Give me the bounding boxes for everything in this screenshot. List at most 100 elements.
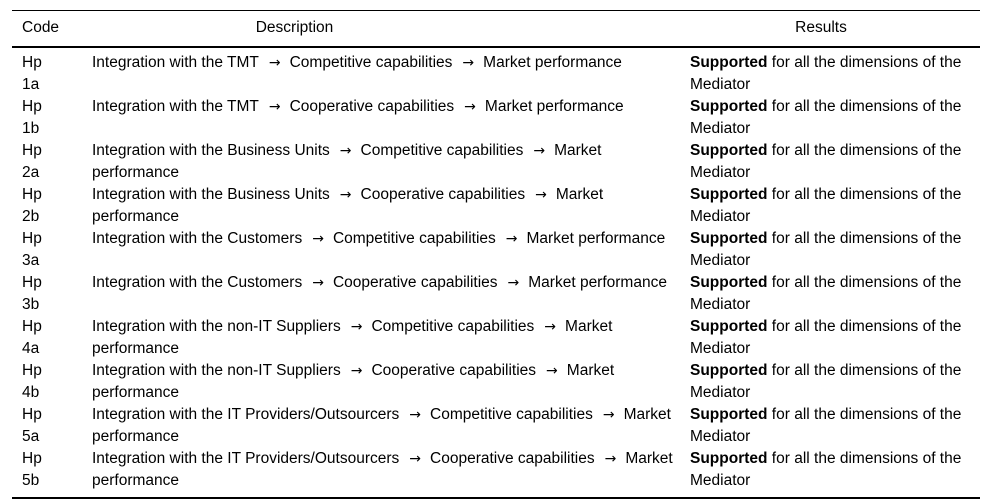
arrow-icon: → [409,451,422,467]
cell-description: Integration with the IT Providers/Outsou… [88,404,687,448]
result-detail: for all the dimensions of the Mediator [690,98,962,137]
description-segment: Cooperative capabilities [332,274,498,291]
result-detail: for all the dimensions of the Mediator [690,450,962,489]
result-status: Supported [690,142,768,159]
description-segment: Market performance [528,274,667,291]
arrow-icon: → [544,319,557,335]
description-segment: Cooperative capabilities [360,186,526,203]
cell-code: Hp 1a [22,54,42,93]
arrow-icon: → [602,407,615,423]
arrow-icon: → [268,99,281,115]
description-segment: Market performance [92,318,613,357]
description-segment: Market performance [92,450,673,489]
table-row: Hp 5b Integration with the IT Providers/O… [12,448,980,497]
result-detail: for all the dimensions of the Mediator [690,230,962,269]
table-bottom-rule [12,497,980,499]
column-header-code: Code [22,19,60,36]
description-segment: Market performance [484,98,624,115]
cell-results: Supported for all the dimensions of the … [687,448,980,497]
arrow-icon: → [505,231,518,247]
description-segment: Market performance [483,54,622,71]
table-body: Hp 1a Integration with the TMT → Competitiv… [12,48,980,497]
column-header-results: Results [795,19,847,36]
cell-code: Hp 3a [22,230,42,269]
table-top-rule [12,10,980,11]
cell-description: Integration with the Business Units → Comp… [88,140,687,184]
description-segment: Competitive capabilities [289,54,453,71]
description-segment: Competitive capabilities [430,406,593,423]
arrow-icon: → [464,99,476,115]
cell-code: Hp 4a [22,318,42,357]
cell-results: Supported for all the dimensions of the … [687,48,980,96]
cell-results: Supported for all the dimensions of the … [687,404,980,448]
cell-code: Hp 5a [22,406,42,445]
cell-description: Integration with the TMT→Cooperative cap… [88,96,687,140]
cell-results: Supported for all the dimensions of the … [687,140,980,184]
arrow-icon: → [533,143,546,159]
result-status: Supported [690,318,768,335]
cell-description: Integration with the Customers → Cooperati… [88,272,687,316]
description-segment: Cooperative capabilities [430,450,595,467]
description-segment: Cooperative capabilities [289,98,455,115]
cell-results: Supported for all the dimensions of the … [687,360,980,404]
cell-code: Hp 2b [22,186,42,225]
cell-results: Supported for all the dimensions of the … [687,272,980,316]
cell-description: Integration with the non-IT Suppliers → Co… [88,360,687,404]
cell-code: Hp 1b [22,98,42,137]
table-row: Hp 2b Integration with the Business Units… [12,184,980,228]
description-segment: Cooperative capabilities [371,362,537,379]
header-row: Code Description Results [12,11,980,46]
result-status: Supported [690,98,768,115]
result-detail: for all the dimensions of the Mediator [690,362,962,401]
arrow-icon: → [350,319,363,335]
arrow-icon: → [462,55,475,71]
cell-results: Supported for all the dimensions of the … [687,184,980,228]
arrow-icon: → [312,275,324,291]
cell-results: Supported for all the dimensions of the … [687,316,980,360]
description-segment: Integration with the non-IT Suppliers [92,362,341,379]
cell-description: Integration with the Business Units→Coop… [88,184,687,228]
result-status: Supported [690,450,768,467]
description-segment: Integration with the TMT [92,54,259,71]
arrow-icon: → [546,363,558,379]
result-status: Supported [690,406,768,423]
table-row: Hp 1a Integration with the TMT → Competitiv… [12,48,980,96]
description-segment: Integration with the IT Providers/Outsou… [92,450,400,467]
cell-code: Hp 5b [22,450,42,489]
description-segment: Competitive capabilities [360,142,524,159]
result-status: Supported [690,54,768,71]
arrow-icon: → [268,55,281,71]
description-segment: Market performance [92,186,604,225]
arrow-icon: → [339,187,352,203]
description-segment: Integration with the non-IT Suppliers [92,318,341,335]
description-segment: Integration with the Business Units [92,142,330,159]
result-status: Supported [690,362,768,379]
table-header-rule [12,46,980,48]
cell-description: Integration with the TMT → Competitive cap… [88,48,687,96]
description-segment: Integration with the Customers [92,274,303,291]
description-segment: Competitive capabilities [332,230,496,247]
table-row: Hp 2a Integration with the Business Units… [12,140,980,184]
result-status: Supported [690,186,768,203]
arrow-icon: → [535,187,547,203]
table-row: Hp 4a Integration with the non-IT Supplie… [12,316,980,360]
result-detail: for all the dimensions of the Mediator [690,186,962,225]
result-status: Supported [690,274,768,291]
table-row: Hp 5a Integration with the IT Providers/O… [12,404,980,448]
cell-description: Integration with the IT Providers/Outsou… [88,448,687,497]
description-segment: Market performance [92,362,615,401]
result-detail: for all the dimensions of the Mediator [690,142,962,181]
result-detail: for all the dimensions of the Mediator [690,274,962,313]
table-row: Hp 1b Integration with the TMT→Cooperativ… [12,96,980,140]
cell-code: Hp 2a [22,142,42,181]
description-segment: Market performance [526,230,666,247]
cell-results: Supported for all the dimensions of the … [687,228,980,272]
result-status: Supported [690,230,768,247]
description-segment: Market performance [92,142,602,181]
result-detail: for all the dimensions of the Mediator [690,406,962,445]
result-detail: for all the dimensions of the Mediator [690,318,962,357]
description-segment: Competitive capabilities [371,318,535,335]
result-detail: for all the dimensions of the Mediator [690,54,962,93]
